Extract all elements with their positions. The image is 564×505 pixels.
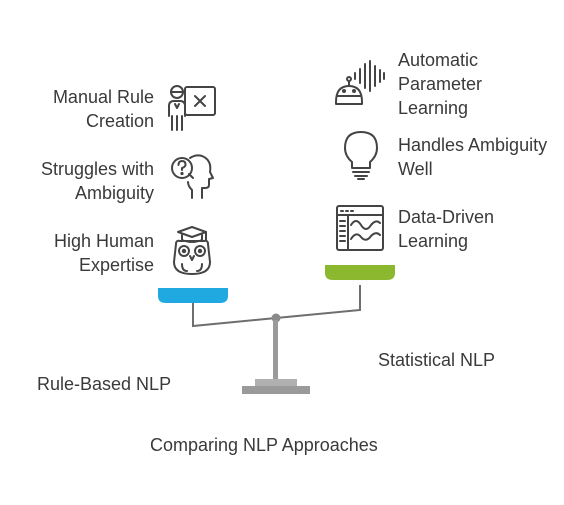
manual-rule-icon [168,85,216,131]
diagram-caption: Comparing NLP Approaches [150,435,378,455]
right-side-title: Statistical NLP [378,350,496,370]
owl-icon [173,226,211,275]
left-side-title: Rule-Based NLP [37,374,172,394]
right-item-label: Automatic Parameter Learning [398,50,483,118]
left-item-label: Struggles with Ambiguity [40,159,154,203]
data-chart-icon [336,205,384,251]
right-pan [325,265,395,280]
left-item-label: High Human Expertise [53,231,154,275]
left-pan [158,288,228,303]
lightbulb-icon [344,131,378,180]
scale-base-top [255,379,297,386]
right-item-label: Handles Ambiguity Well [398,135,548,179]
right-item-label: Data-Driven Learning [398,207,495,251]
scale-post [273,320,278,380]
question-head-icon [171,154,214,199]
scale-base [242,386,310,394]
robot-voice-icon [335,60,385,105]
left-item-label: Manual Rule Creation [52,87,154,131]
